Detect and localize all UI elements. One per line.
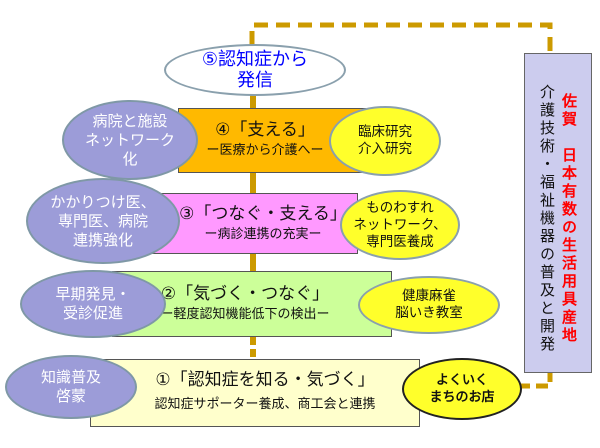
level-1-left-line-2: 啓蒙	[55, 387, 86, 405]
level-4-right-line-2: 介入研究	[358, 141, 412, 157]
level-2-title: ②「気づく・つなぐ」	[160, 284, 330, 304]
side-panel-red-text: 佐賀 日本有数の生活用具産地	[560, 93, 578, 345]
level-4-left-ellipse: 病院と施設 ネットワーク 化	[62, 100, 198, 180]
top-goal-ellipse: ⑤認知症から 発信	[164, 44, 346, 96]
side-panel-black-text: 介護技術・福祉機器の普及と開発	[538, 84, 556, 354]
connector-4-3	[250, 173, 256, 193]
level-2-left-ellipse: 早期発見・ 受診促進	[20, 270, 166, 338]
level-3-title: ③「つなぐ・支える」	[179, 204, 347, 224]
level-1-title: ①「認知症を知る・気づく」	[155, 370, 375, 390]
dashed-connector-bottom	[500, 372, 553, 389]
level-2-right-ellipse: 健康麻雀 脳いき教室	[358, 276, 500, 334]
level-3-left-line-2: 専門医、病院	[57, 211, 148, 230]
level-4-left-line-3: 化	[122, 149, 138, 168]
top-goal-line-1: ⑤認知症から	[201, 49, 309, 70]
level-3-left-line-1: かかりつけ医、	[50, 192, 156, 211]
connector-3-2	[250, 254, 256, 271]
level-2-subtitle: ー軽度認知機能低下の検出ー	[160, 307, 330, 322]
level-4-right-ellipse: 臨床研究 介入研究	[329, 106, 441, 176]
side-panel: 佐賀 日本有数の生活用具産地 介護技術・福祉機器の普及と開発	[524, 53, 592, 373]
top-goal-line-2: 発信	[236, 70, 273, 91]
level-2-right-line-1: 健康麻雀	[402, 288, 456, 304]
connector-5-4	[250, 95, 256, 109]
level-1-left-line-1: 知識普及	[40, 368, 101, 386]
level-4-left-line-2: ネットワーク	[84, 130, 175, 149]
connector-2-1	[250, 337, 256, 357]
level-4-right-line-1: 臨床研究	[358, 124, 412, 140]
level-3-right-line-3: 専門医養成	[366, 233, 434, 250]
level-3-right-line-2: ネットワーク、	[353, 216, 447, 233]
level-2-right-line-2: 脳いき教室	[395, 305, 463, 321]
level-1-right-line-2: まちのお店	[429, 390, 495, 405]
level-3-left-ellipse: かかりつけ医、 専門医、病院 連携強化	[26, 178, 180, 264]
level-1-left-ellipse: 知識普及 啓蒙	[5, 355, 137, 419]
dashed-connector-top	[249, 22, 553, 53]
level-3-left-line-3: 連携強化	[72, 230, 133, 249]
level-3-right-line-1: ものわすれ	[366, 199, 434, 216]
level-4-title: ④「支える」	[215, 120, 315, 140]
level-1-right-ellipse: よくいく まちのお店	[402, 358, 522, 420]
level-4-left-line-1: 病院と施設	[92, 111, 168, 130]
level-2-left-line-2: 受診促進	[62, 304, 123, 322]
level-4-subtitle: ー医療から介護へー	[206, 143, 324, 158]
level-2-left-line-1: 早期発見・	[55, 285, 131, 303]
level-1-right-line-1: よくいく	[435, 373, 488, 388]
level-3-right-ellipse: ものわすれ ネットワーク、 専門医養成	[340, 190, 460, 260]
level-3-subtitle: ー病診連携の充実ー	[204, 227, 322, 242]
level-1-subtitle: 認知症サポーター養成、商工会と連携	[154, 397, 376, 412]
level-1-box: ①「認知症を知る・気づく」 認知症サポーター養成、商工会と連携	[90, 359, 420, 427]
